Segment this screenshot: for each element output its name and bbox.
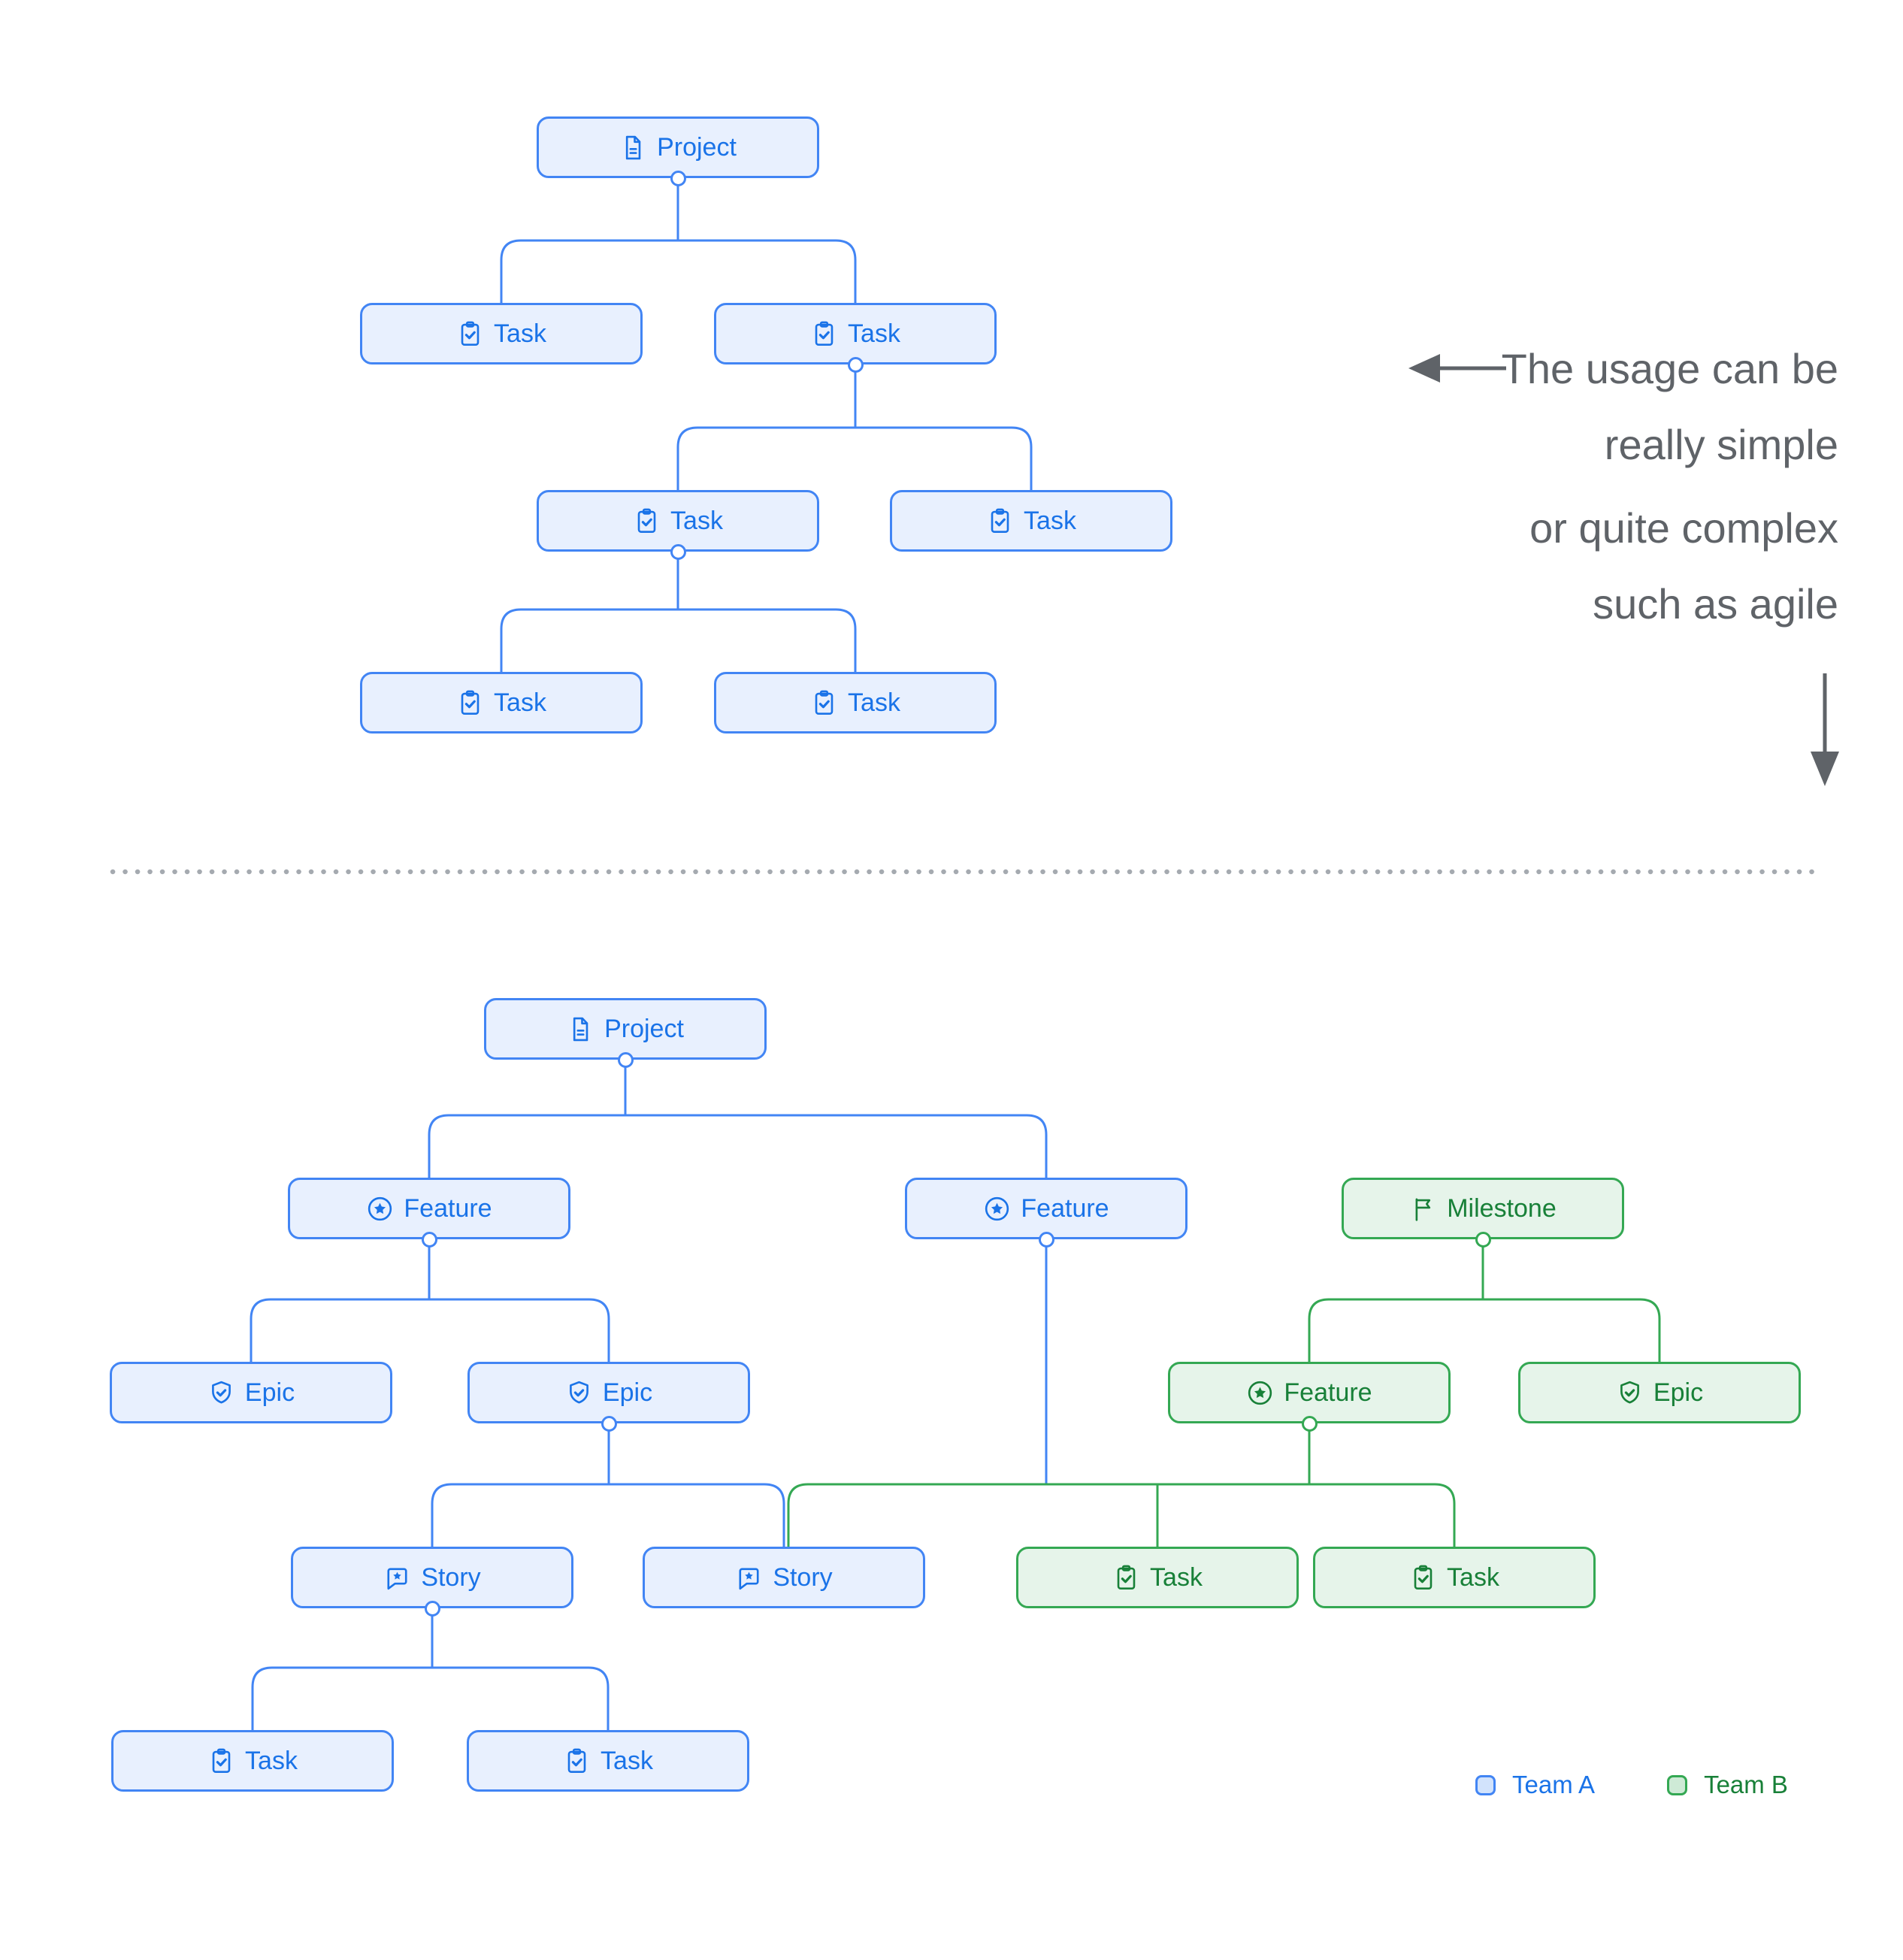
node-b_task1: Task <box>111 1730 394 1792</box>
connector-port <box>424 1600 440 1617</box>
node-b_gepic: Epic <box>1518 1362 1801 1423</box>
node-b_milestone: Milestone <box>1342 1178 1624 1239</box>
node-t_project: Project <box>537 116 819 178</box>
node-label: Task <box>494 319 546 348</box>
task-icon <box>810 689 838 717</box>
node-label: Task <box>1024 506 1076 535</box>
node-label: Task <box>601 1746 653 1775</box>
node-label: Epic <box>1653 1378 1704 1407</box>
node-label: Task <box>245 1746 298 1775</box>
document-icon <box>567 1015 594 1043</box>
legend-item-team-b: Team B <box>1667 1771 1788 1799</box>
annotation-complex: or quite complex such as agile <box>1529 490 1838 642</box>
connector-port <box>1301 1415 1318 1432</box>
task-icon <box>810 320 838 348</box>
tree-connector <box>676 364 1033 490</box>
node-label: Story <box>421 1562 481 1592</box>
node-label: Epic <box>244 1378 295 1407</box>
tree-connector <box>431 1423 785 1547</box>
task-icon <box>633 507 661 535</box>
node-b_feature2: Feature <box>905 1178 1187 1239</box>
task-icon <box>563 1747 591 1775</box>
node-b_gtask1: Task <box>1016 1547 1299 1608</box>
node-t_task3: Task <box>537 490 819 552</box>
tree-connector <box>1308 1239 1661 1362</box>
node-t_task2: Task <box>714 303 997 364</box>
feature-icon <box>366 1195 394 1223</box>
team-a-swatch <box>1475 1774 1496 1795</box>
node-label: Project <box>604 1014 684 1043</box>
node-label: Task <box>1150 1562 1203 1592</box>
document-icon <box>619 134 647 162</box>
connector-port <box>421 1231 437 1248</box>
node-label: Task <box>848 319 900 348</box>
node-t_task5: Task <box>360 672 643 733</box>
node-b_epic1: Epic <box>110 1362 392 1423</box>
task-icon <box>207 1747 235 1775</box>
node-label: Epic <box>602 1378 653 1407</box>
legend-item-team-a: Team A <box>1475 1771 1595 1799</box>
node-t_task4: Task <box>890 490 1172 552</box>
annotation-line: really simple <box>1604 421 1838 468</box>
node-label: Feature <box>1021 1193 1109 1223</box>
node-label: Project <box>657 132 737 162</box>
feature-icon <box>1246 1379 1274 1407</box>
team-b-swatch <box>1667 1774 1688 1795</box>
node-b_task2: Task <box>467 1730 749 1792</box>
connector-port <box>847 356 864 373</box>
tree-connector <box>428 1060 1048 1178</box>
node-label: Task <box>670 506 723 535</box>
legend-label: Team B <box>1704 1771 1788 1798</box>
left-arrow-icon <box>1408 354 1506 383</box>
task-icon <box>1112 1564 1140 1592</box>
milestone-icon <box>1409 1195 1437 1223</box>
story-icon <box>383 1564 411 1592</box>
tree-connector <box>500 552 857 672</box>
node-label: Task <box>848 688 900 717</box>
task-icon <box>986 507 1014 535</box>
feature-icon <box>983 1195 1011 1223</box>
node-label: Feature <box>1284 1378 1372 1407</box>
connector-port <box>1038 1231 1054 1248</box>
node-t_task1: Task <box>360 303 643 364</box>
annotation-line: or quite complex <box>1529 504 1838 552</box>
connector-port <box>670 170 686 186</box>
node-label: Milestone <box>1447 1193 1557 1223</box>
node-b_gtask2: Task <box>1313 1547 1596 1608</box>
node-t_task6: Task <box>714 672 997 733</box>
epic-icon <box>1616 1379 1644 1407</box>
down-arrow-icon <box>1811 673 1839 786</box>
node-b_story2: Story <box>643 1547 925 1608</box>
task-icon <box>1409 1564 1437 1592</box>
node-label: Feature <box>404 1193 492 1223</box>
node-b_story1: Story <box>291 1547 573 1608</box>
tree-connector <box>251 1608 610 1730</box>
connector-port <box>1475 1231 1491 1248</box>
node-b_project: Project <box>484 998 767 1060</box>
task-icon <box>456 320 484 348</box>
node-label: Story <box>773 1562 833 1592</box>
node-label: Task <box>494 688 546 717</box>
connector-port <box>670 543 686 560</box>
tree-connector <box>787 1423 1456 1547</box>
tree-connector <box>500 178 857 303</box>
connector-port <box>601 1415 617 1432</box>
node-b_feature1: Feature <box>288 1178 570 1239</box>
node-b_gfeature: Feature <box>1168 1362 1451 1423</box>
annotation-line: The usage can be <box>1501 345 1838 392</box>
node-b_epic2: Epic <box>467 1362 750 1423</box>
epic-icon <box>207 1379 235 1407</box>
connector-port <box>617 1051 634 1068</box>
story-icon <box>735 1564 763 1592</box>
legend-label: Team A <box>1512 1771 1596 1798</box>
task-icon <box>456 689 484 717</box>
annotation-simple: The usage can be really simple <box>1502 331 1838 482</box>
epic-icon <box>565 1379 593 1407</box>
legend: Team A Team B <box>1475 1771 1788 1799</box>
node-label: Task <box>1447 1562 1499 1592</box>
annotation-line: such as agile <box>1593 580 1838 628</box>
tree-connector <box>250 1239 610 1362</box>
